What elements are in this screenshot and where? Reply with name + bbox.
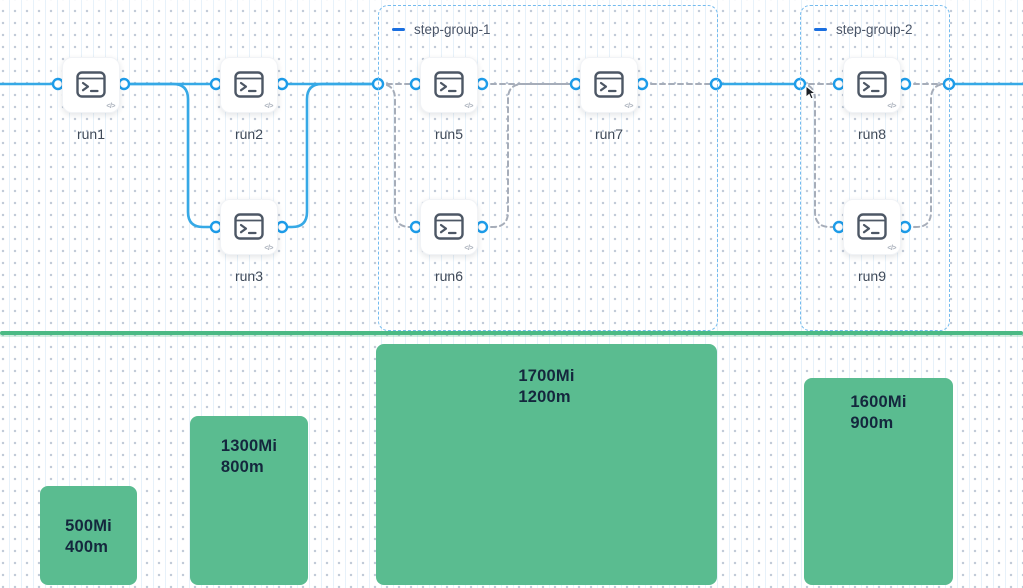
node-card[interactable]: </> <box>420 199 478 255</box>
terminal-icon <box>857 213 887 240</box>
step-group-1[interactable]: step-group-1 <box>378 5 718 331</box>
edge-run1-run3[interactable] <box>122 82 218 229</box>
edge-group2-run9[interactable] <box>799 83 840 228</box>
node-label: run2 <box>234 126 264 142</box>
resource-divider-line <box>0 331 1023 335</box>
node-card[interactable]: </> <box>220 57 278 113</box>
node-run6[interactable]: </> run6 <box>420 199 478 284</box>
node-run3[interactable]: </> run3 <box>220 199 278 284</box>
resource-bar-step-group-1: 1700Mi 1200m <box>376 344 717 585</box>
resource-bar-label: 500Mi 400m <box>65 517 112 556</box>
resource-bar-label: 1600Mi 900m <box>850 393 907 432</box>
terminal-icon <box>234 71 264 98</box>
node-card[interactable]: </> <box>843 57 901 113</box>
step-group-1-header: step-group-1 <box>392 22 491 37</box>
terminal-icon <box>234 213 264 240</box>
code-badge-icon: </> <box>264 103 273 110</box>
code-badge-icon: </> <box>624 103 633 110</box>
node-card[interactable]: </> <box>62 57 120 113</box>
code-badge-icon: </> <box>464 245 473 252</box>
node-run5[interactable]: </> run5 <box>420 57 478 142</box>
node-label: run7 <box>594 126 624 142</box>
edge-run3-group1[interactable] <box>280 82 380 229</box>
mouse-cursor <box>805 85 817 100</box>
resource-bar-run2: 1300Mi 800m <box>190 416 308 585</box>
terminal-icon <box>857 71 887 98</box>
node-card[interactable]: </> <box>580 57 638 113</box>
node-run8[interactable]: </> run8 <box>843 57 901 142</box>
code-badge-icon: </> <box>106 103 115 110</box>
step-group-2-header: step-group-2 <box>814 22 913 37</box>
resource-bar-run1: 500Mi 400m <box>40 486 137 585</box>
node-card[interactable]: </> <box>843 199 901 255</box>
port-run1-out[interactable] <box>117 77 131 91</box>
node-card[interactable]: </> <box>420 57 478 113</box>
node-label: run6 <box>434 268 464 284</box>
terminal-icon <box>434 213 464 240</box>
step-group-label: step-group-2 <box>836 22 913 37</box>
resource-bar-label: 1700Mi 1200m <box>518 367 575 406</box>
step-group-label: step-group-1 <box>414 22 491 37</box>
terminal-icon <box>594 71 624 98</box>
node-run9[interactable]: </> run9 <box>843 199 901 284</box>
port-run2-out[interactable] <box>275 77 289 91</box>
step-group-2[interactable]: step-group-2 <box>800 5 950 331</box>
node-run2[interactable]: </> run2 <box>220 57 278 142</box>
collapse-dash-icon[interactable] <box>814 28 827 31</box>
code-badge-icon: </> <box>887 103 896 110</box>
terminal-icon <box>434 71 464 98</box>
code-badge-icon: </> <box>264 245 273 252</box>
node-label: run3 <box>234 268 264 284</box>
code-badge-icon: </> <box>464 103 473 110</box>
resource-bar-step-group-2: 1600Mi 900m <box>804 378 953 585</box>
node-card[interactable]: </> <box>220 199 278 255</box>
node-label: run1 <box>76 126 106 142</box>
node-run1[interactable]: </> run1 <box>62 57 120 142</box>
port-group1-out[interactable] <box>709 77 723 91</box>
node-label: run8 <box>857 126 887 142</box>
edge-group1-run6[interactable] <box>377 83 417 228</box>
edges-layer <box>0 77 1023 234</box>
port-run3-out[interactable] <box>275 220 289 234</box>
edge-run9-group2out[interactable] <box>904 83 950 228</box>
node-label: run9 <box>857 268 887 284</box>
node-label: run5 <box>434 126 464 142</box>
resource-bar-label: 1300Mi 800m <box>220 437 278 476</box>
node-run7[interactable]: </> run7 <box>580 57 638 142</box>
edge-run6-run7[interactable] <box>481 83 577 228</box>
collapse-dash-icon[interactable] <box>392 28 405 31</box>
code-badge-icon: </> <box>887 245 896 252</box>
terminal-icon <box>76 71 106 98</box>
